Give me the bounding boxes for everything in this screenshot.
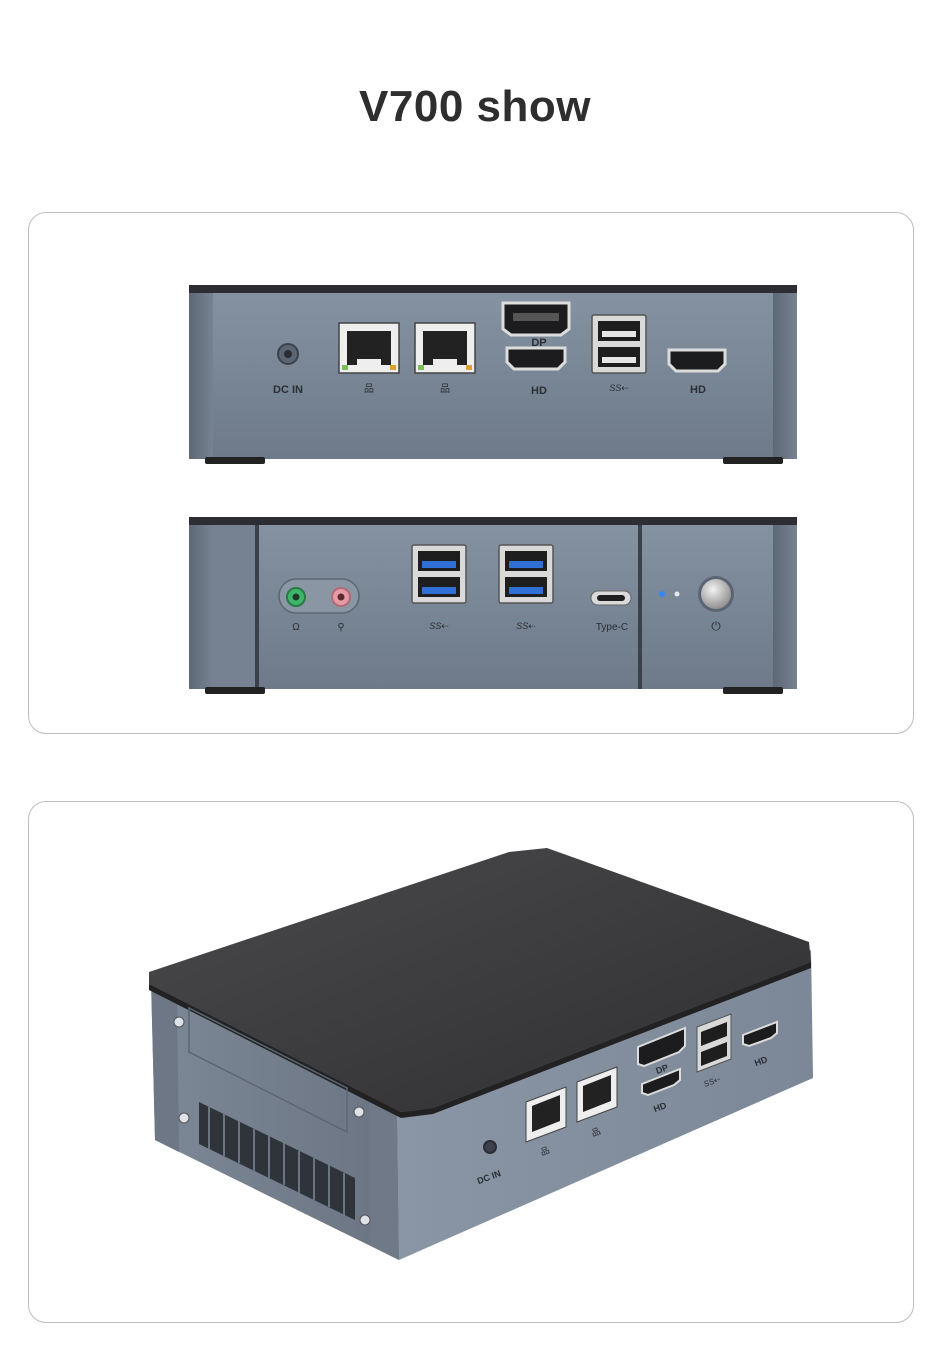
hdmi-port-2-icon (667, 348, 727, 373)
iso-hdmi-label-2: HD (753, 1054, 769, 1068)
headphone-symbol-icon: Ω (292, 622, 300, 633)
page-title: V700 show (359, 82, 591, 131)
usb3-front-stack-2-icon (498, 544, 554, 604)
iso-dc-jack-icon (483, 1140, 497, 1154)
hdmi-port-1-icon (505, 346, 567, 371)
screw-icon (178, 1112, 190, 1124)
rear-hdmi-label-1: HD (531, 385, 547, 397)
rear-view: 品 品 SS⇠ (189, 285, 797, 464)
lan-2-symbol-icon: 品 (440, 383, 450, 395)
front-left-bezel (213, 525, 255, 689)
lan-1-symbol-icon: 品 (364, 383, 374, 395)
power-led-icon (659, 591, 665, 597)
device-isometric-view: DC IN DP HD HD 品 品 SS⇠ (149, 848, 813, 1260)
iso-hdmi-port-2-icon (742, 1020, 778, 1048)
type-c-label: Type-C (596, 622, 628, 633)
mic-symbol-icon: ⚲ (337, 622, 344, 633)
usb3-front-stack-1-icon (411, 544, 467, 604)
top-lid (149, 848, 811, 1112)
front-view: Ω ⚲ SS⇠ SS⇠ Type-C (189, 517, 797, 694)
iso-lan-2-symbol-icon: 品 (590, 1126, 602, 1138)
isometric-view-panel: DC IN DP HD HD 品 品 SS⇠ (28, 801, 914, 1323)
iso-usb-stack-icon (696, 1013, 732, 1073)
iso-hdmi-label-1: HD (652, 1100, 668, 1114)
rear-left-bezel (189, 293, 213, 459)
power-symbol-icon: ⏻ (711, 619, 721, 633)
usb-front-2-ss-icon: SS⇠ (516, 621, 536, 631)
lan-port-1-icon (338, 322, 400, 374)
usb-rear-stack-icon (591, 314, 647, 374)
iso-lan-port-2-icon (576, 1066, 618, 1123)
front-rear-views-panel: 品 品 SS⇠ (28, 212, 914, 734)
iso-hdmi-port-1-icon (641, 1067, 681, 1097)
rear-right-bezel (773, 293, 797, 459)
screw-icon (173, 1016, 185, 1028)
iso-displayport-icon (637, 1026, 686, 1068)
device-orthographic-views: 品 品 SS⇠ (189, 285, 797, 694)
rear-dc-label: DC IN (273, 384, 303, 396)
usb-rear-ss-icon: SS⇠ (609, 383, 629, 393)
iso-dp-label: DP (654, 1062, 669, 1076)
lan-port-2-icon (414, 322, 476, 374)
iso-lan-port-1-icon (525, 1086, 567, 1143)
iso-lan-1-symbol-icon: 品 (539, 1145, 551, 1157)
screw-icon (353, 1106, 365, 1118)
side-vent-grille (199, 1102, 355, 1220)
status-led-icon (674, 591, 680, 597)
rear-dp-label: DP (531, 337, 546, 349)
rear-hdmi-label-2: HD (690, 384, 706, 396)
front-body (189, 517, 797, 689)
usb-front-1-ss-icon: SS⇠ (429, 621, 449, 631)
screw-icon (359, 1214, 371, 1226)
